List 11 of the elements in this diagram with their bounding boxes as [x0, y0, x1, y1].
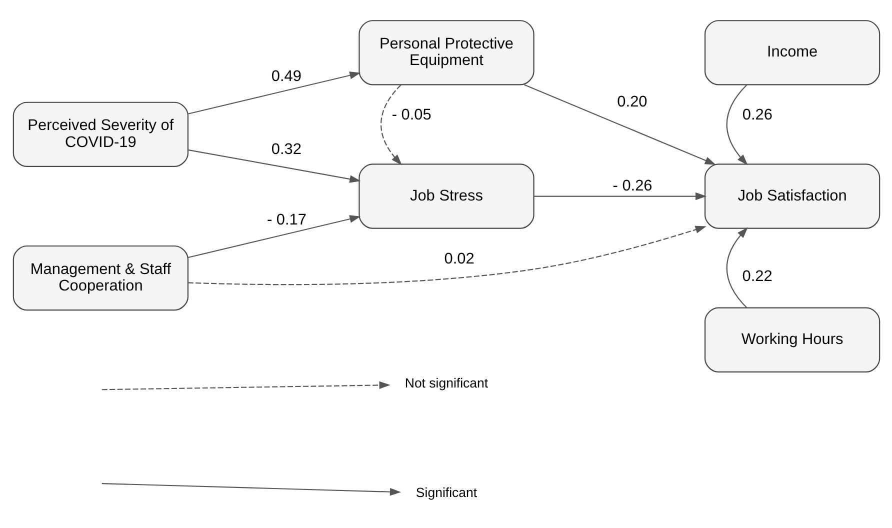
edge-label: 0.49: [270, 68, 301, 85]
edge-label: 0.02: [444, 250, 474, 267]
edge-label: 0.22: [742, 268, 772, 285]
legend-label: Significant: [415, 484, 477, 500]
edge-label: 0.32: [270, 140, 301, 158]
edge-label: - 0.05: [391, 106, 431, 124]
edge-label: 0.26: [742, 106, 772, 124]
legend-label: Not significant: [404, 375, 488, 390]
edge-label: - 0.17: [266, 211, 306, 228]
edge-label: 0.20: [616, 92, 647, 110]
edge-label: - 0.26: [612, 176, 652, 194]
